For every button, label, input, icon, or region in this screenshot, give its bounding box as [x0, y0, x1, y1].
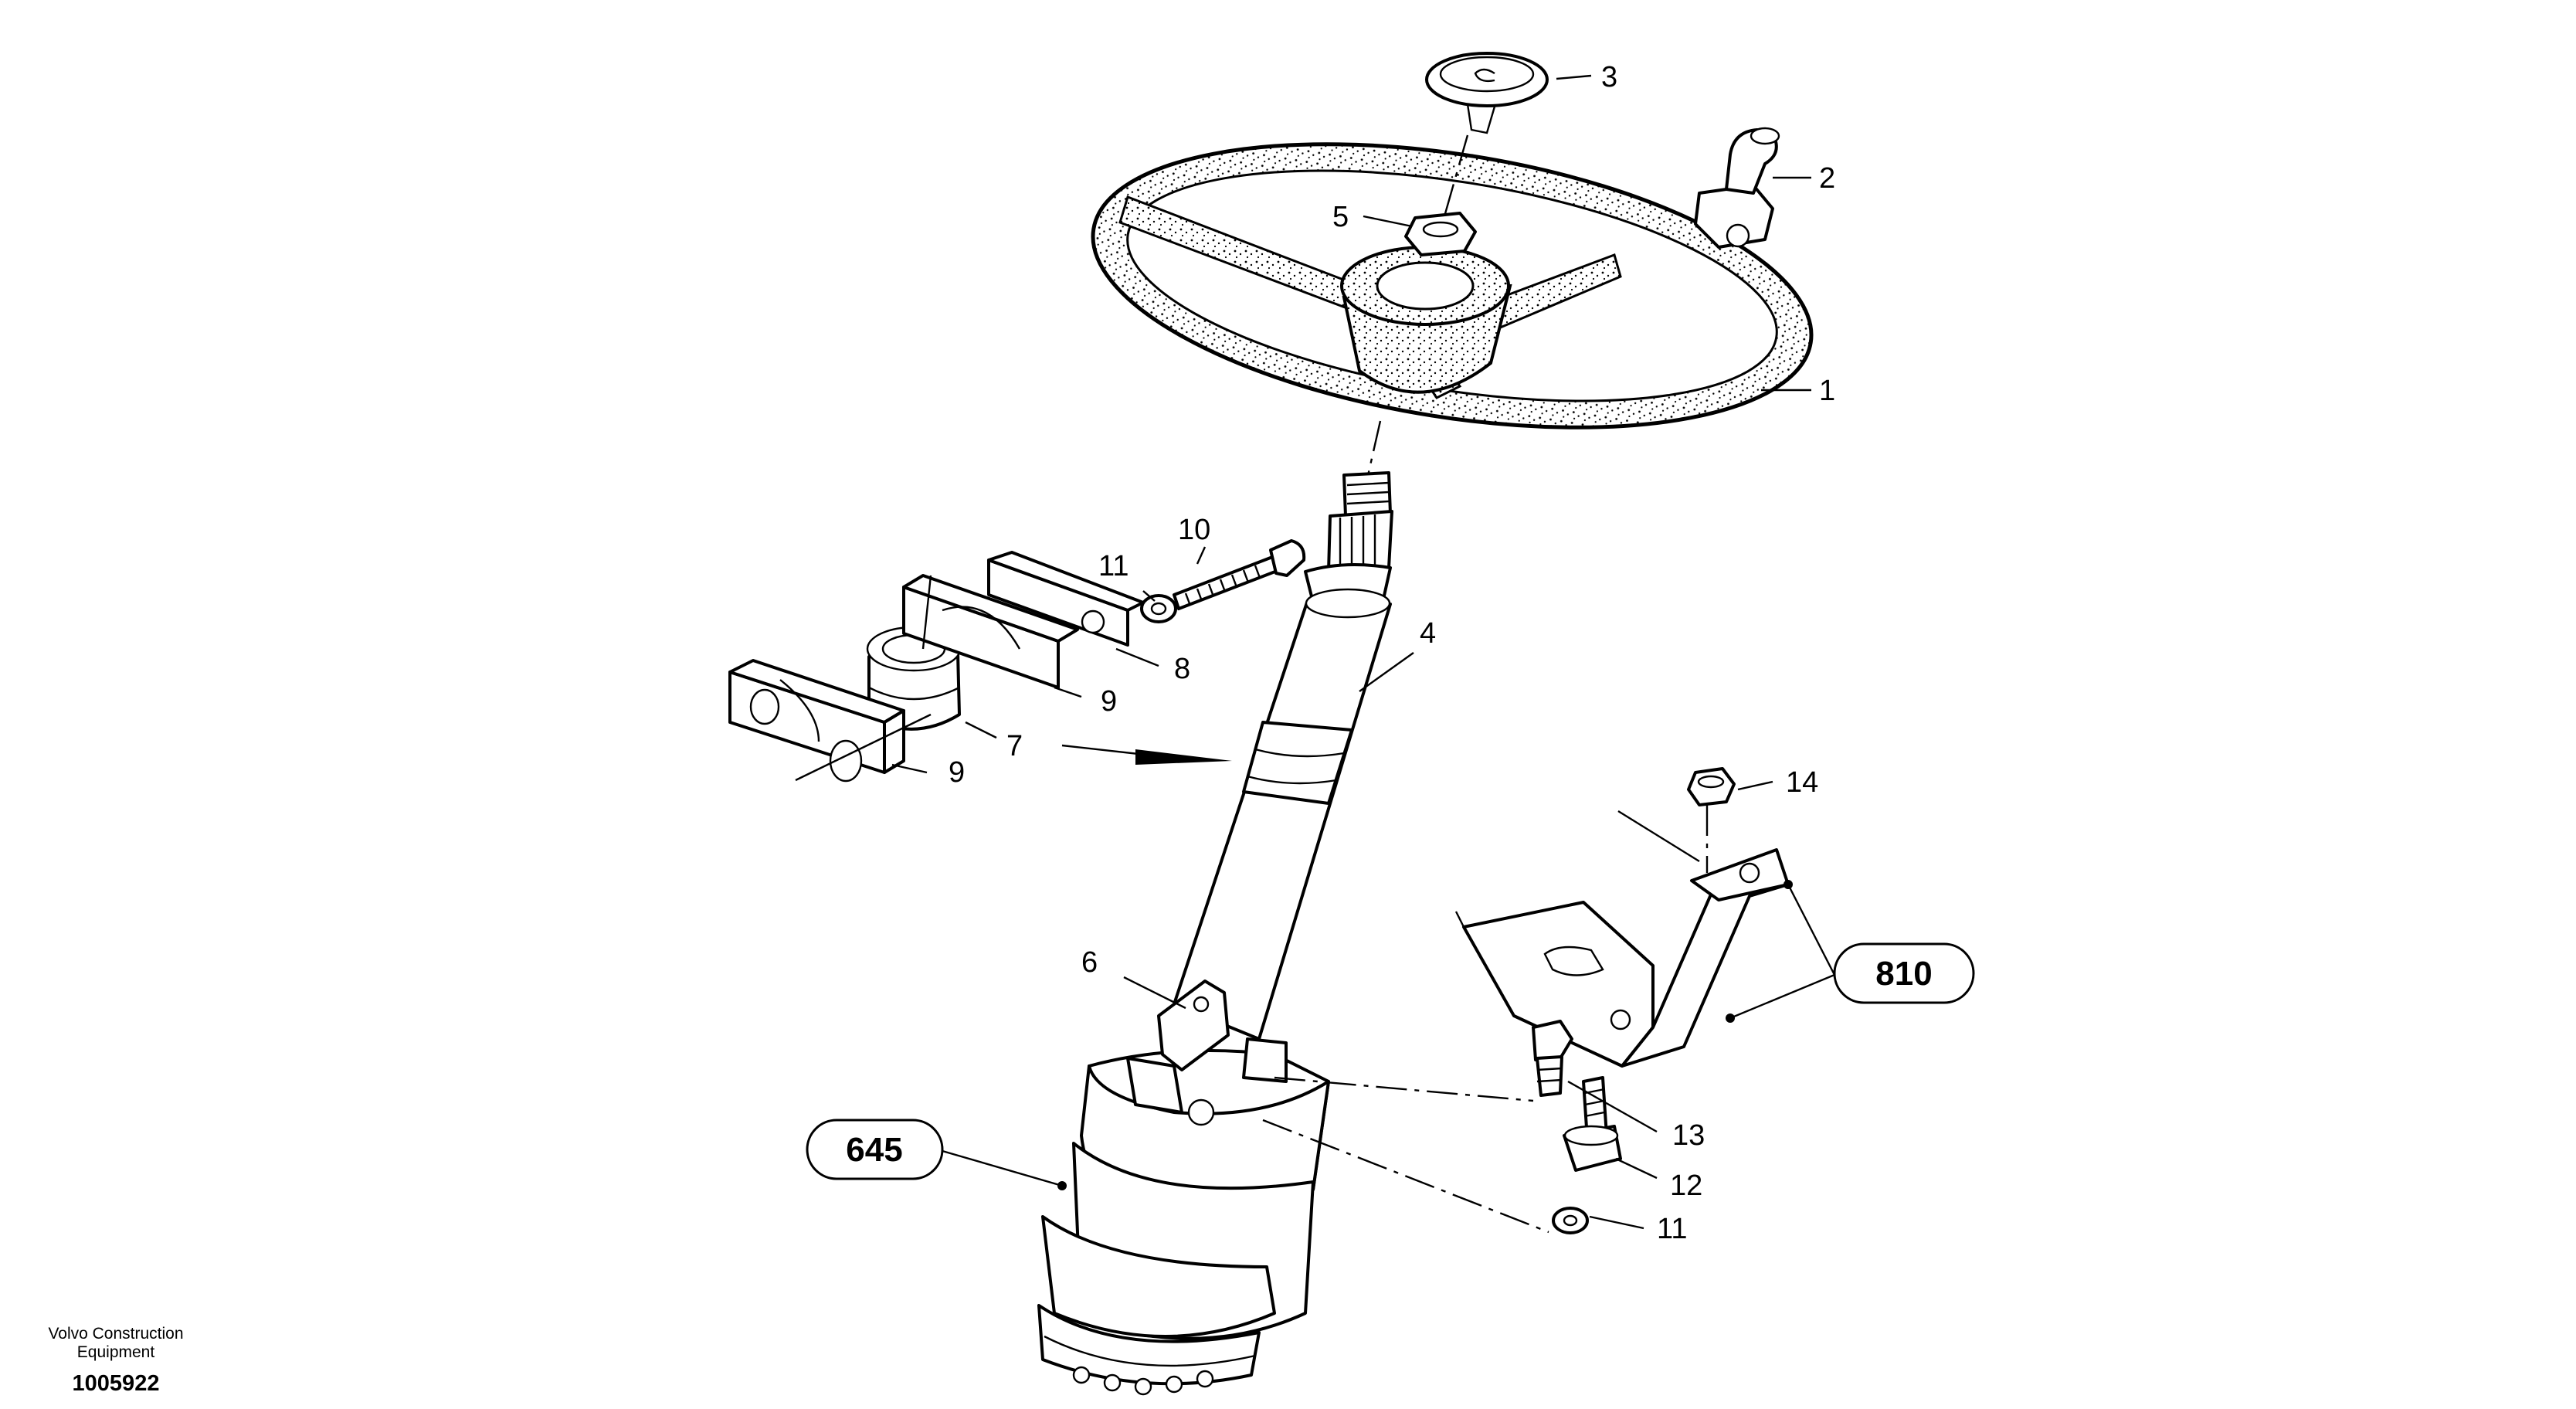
callout-14: 14 — [1786, 766, 1818, 799]
bracket-nut — [1687, 767, 1736, 806]
cap-screw — [1532, 1020, 1573, 1097]
callout-12: 12 — [1670, 1170, 1702, 1202]
reference-645-label: 645 — [846, 1131, 902, 1169]
column-axis-line — [1366, 420, 1382, 480]
callout-4: 4 — [1420, 617, 1436, 650]
cap-axis-line — [1443, 134, 1469, 217]
reference-810[interactable]: 810 — [1833, 942, 1975, 1004]
steering-valve-unit — [1037, 1037, 1330, 1396]
direction-arrow — [1061, 744, 1232, 765]
reference-645[interactable]: 645 — [806, 1119, 944, 1180]
callout-11-upper: 11 — [1098, 550, 1128, 582]
steering-column — [1173, 471, 1393, 1041]
callout-10: 10 — [1178, 514, 1210, 546]
leader-lines — [891, 74, 1836, 1230]
callout-11-lower: 11 — [1657, 1213, 1687, 1245]
callout-5: 5 — [1332, 201, 1349, 233]
reference-810-label: 810 — [1875, 955, 1932, 993]
steering-wheel — [1091, 142, 1814, 429]
callout-6: 6 — [1081, 946, 1098, 979]
callout-8: 8 — [1174, 653, 1190, 685]
hub-nut — [1404, 212, 1477, 256]
clamp-assembly — [728, 551, 1145, 783]
mounting-bracket — [1454, 810, 1790, 1068]
document-number: 1005922 — [73, 1371, 160, 1396]
callout-7: 7 — [1006, 730, 1023, 762]
horn-cap — [1425, 52, 1549, 134]
callout-1: 1 — [1819, 375, 1835, 407]
callout-9-lower: 9 — [949, 756, 965, 789]
assembly-line-lower — [1262, 1119, 1549, 1234]
assembly-line-upper — [1274, 1076, 1534, 1102]
brand-line-1: Volvo Construction — [48, 1325, 183, 1343]
stud — [1563, 1076, 1622, 1172]
callout-13: 13 — [1672, 1119, 1705, 1152]
stud-washer — [1552, 1207, 1589, 1234]
brand-line-2: Equipment — [77, 1343, 155, 1361]
spinner-knob — [1694, 127, 1780, 249]
callout-3: 3 — [1601, 61, 1617, 93]
clamp-bolt — [1173, 539, 1306, 610]
callout-9-upper: 9 — [1101, 685, 1117, 718]
callout-2: 2 — [1819, 162, 1835, 195]
clamp-washer — [1140, 594, 1177, 623]
